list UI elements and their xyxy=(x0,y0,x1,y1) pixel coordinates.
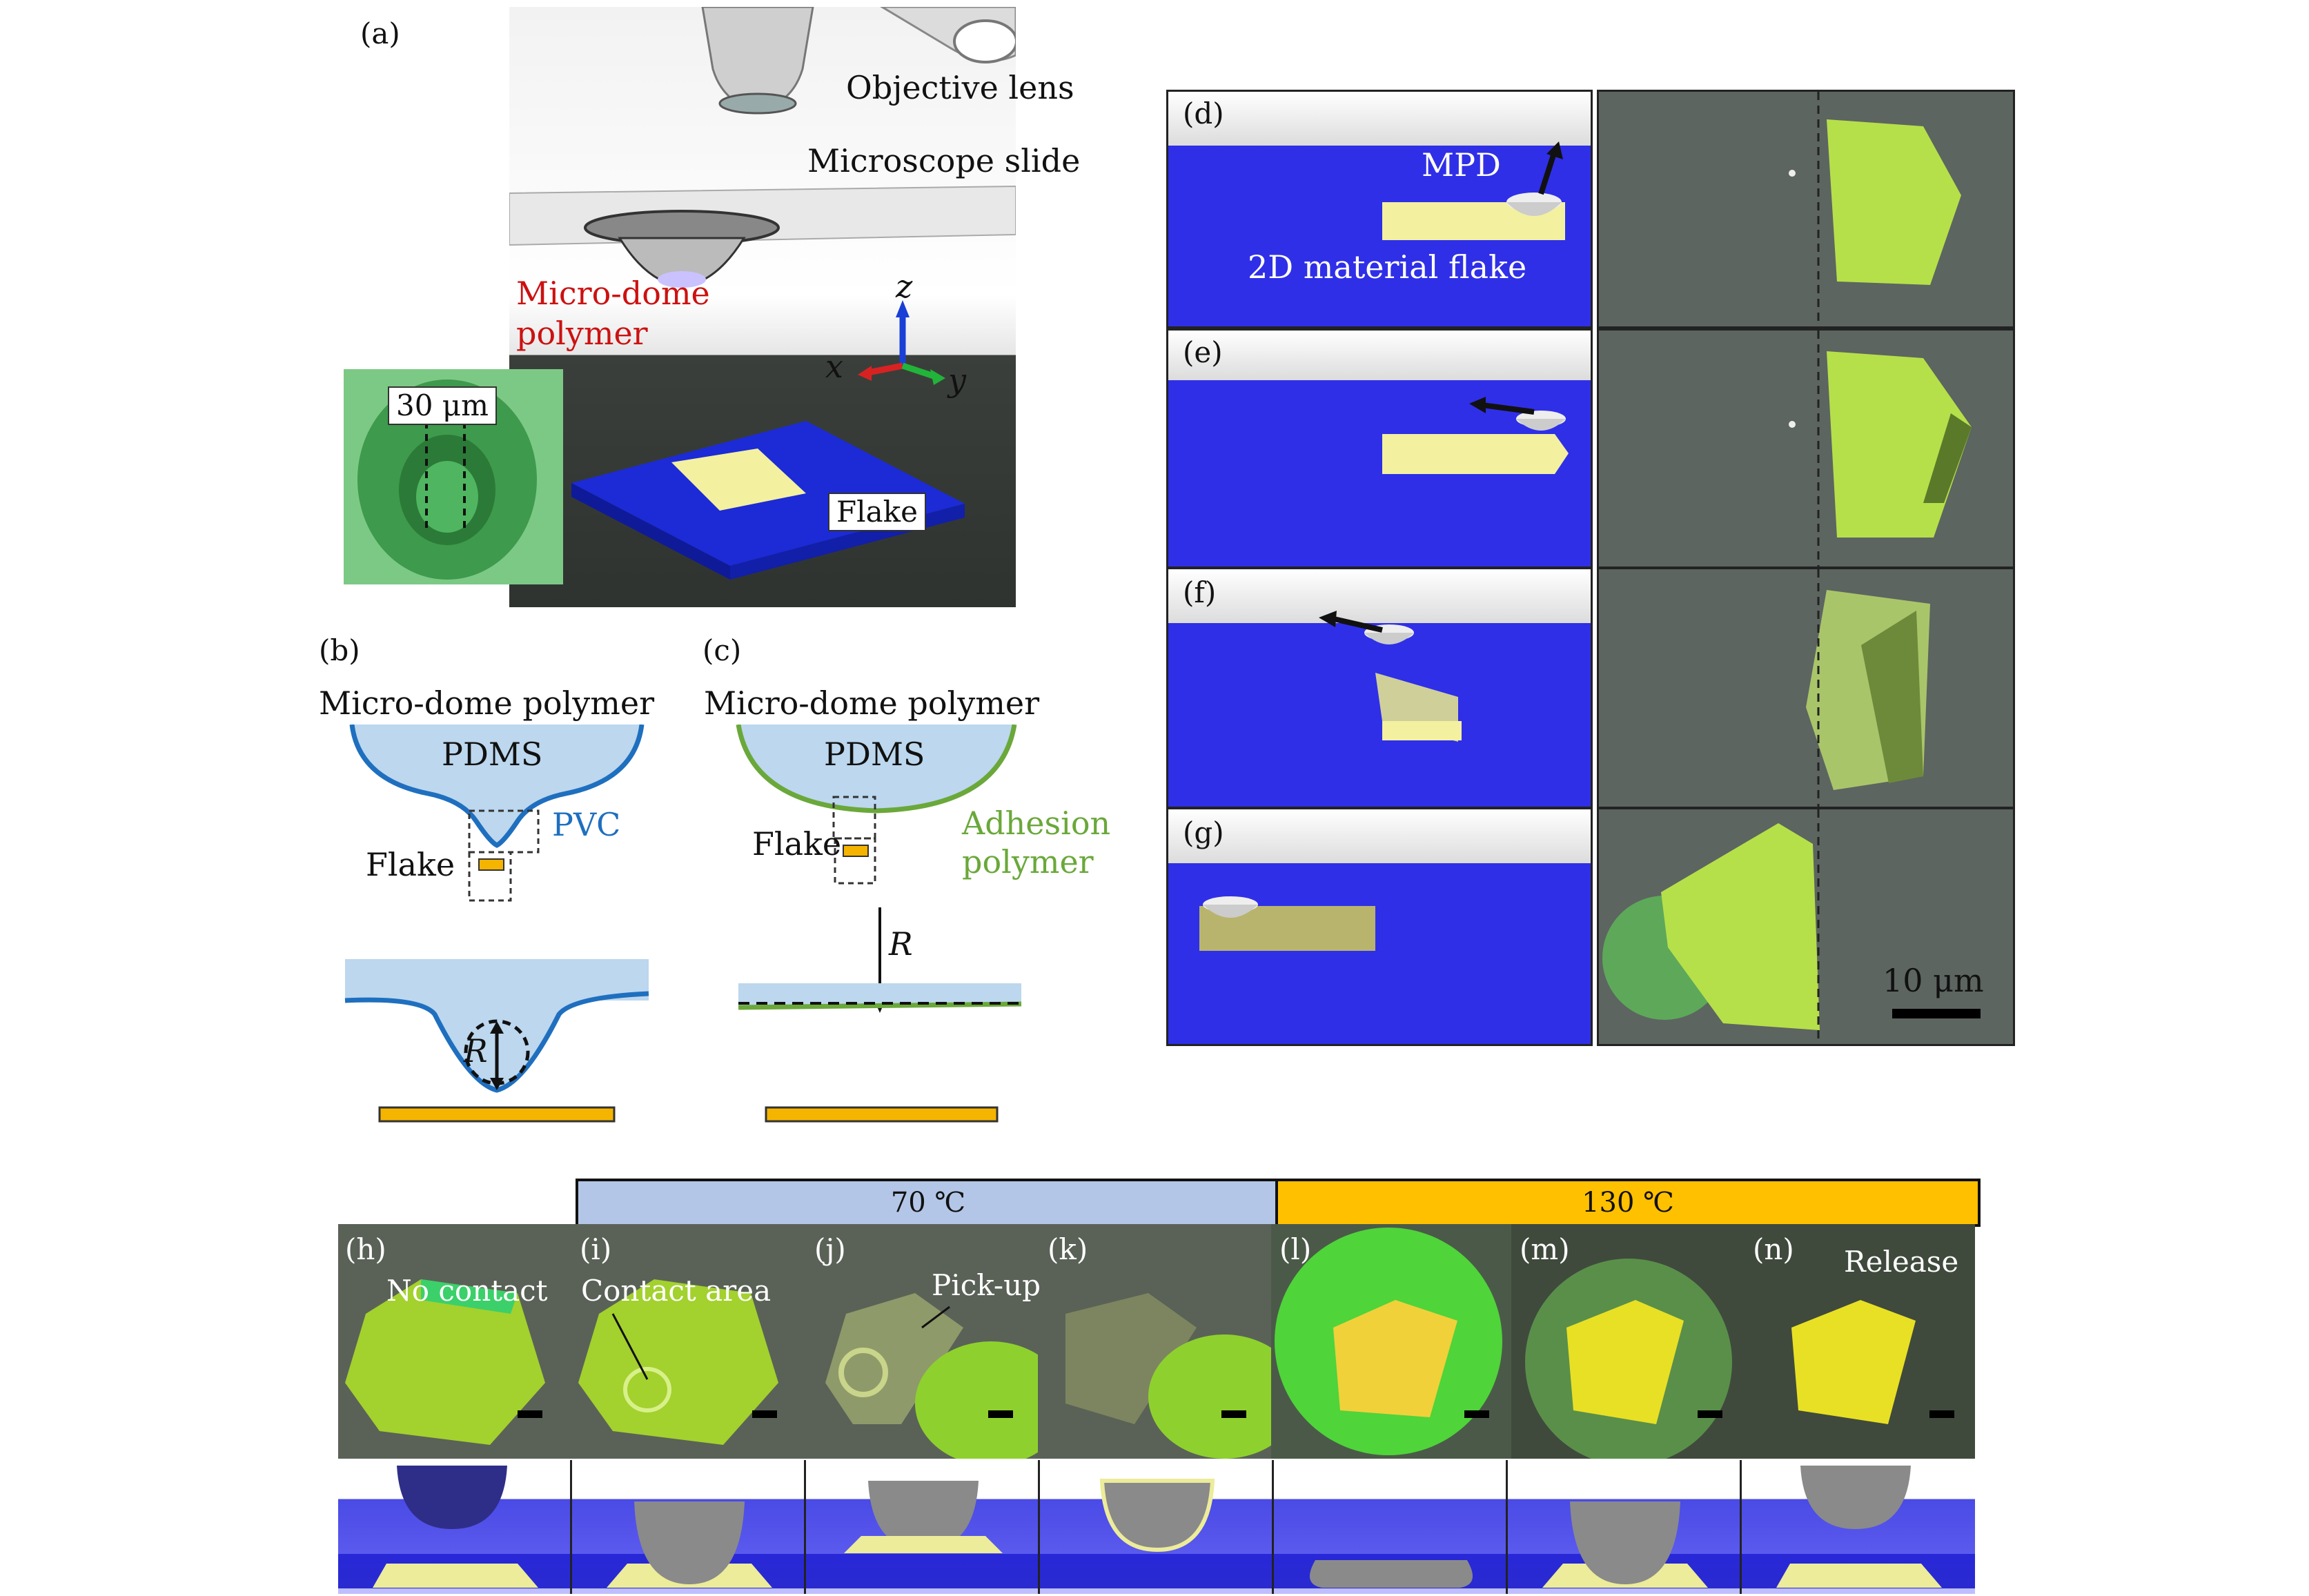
temp-70-label: 70 ℃ xyxy=(890,1187,966,1219)
panel-e-render xyxy=(1166,328,1593,569)
panel-c-diagram xyxy=(736,725,1022,1123)
panel-b-flake: Flake xyxy=(366,846,455,883)
temp-bar-70: 70 ℃ xyxy=(576,1179,1281,1227)
panel-j-label: (j) xyxy=(814,1232,846,1266)
render-m xyxy=(1508,1460,1742,1594)
micro-dome-label-2: polymer xyxy=(516,315,648,352)
panel-k-label: (k) xyxy=(1048,1232,1088,1266)
render-n xyxy=(1742,1460,1975,1594)
panel-d-label: (d) xyxy=(1183,97,1224,130)
microscope-slide-label: Microscope slide xyxy=(807,142,1081,179)
render-l xyxy=(1274,1460,1508,1594)
micro-image-e xyxy=(1597,328,2015,569)
micro-dome-label-1: Micro-dome xyxy=(516,275,710,312)
image-n xyxy=(1743,1224,1975,1459)
render-k xyxy=(1040,1460,1274,1594)
image-m xyxy=(1511,1224,1743,1459)
micro-image-f xyxy=(1597,567,2015,809)
micro-image-g xyxy=(1597,807,2015,1046)
panel-c-radius: R xyxy=(889,925,913,963)
temp-130-label: 130 ℃ xyxy=(1582,1187,1674,1219)
panel-a-render xyxy=(509,7,1016,607)
panel-h-label: (h) xyxy=(345,1232,386,1266)
temp-bar-130: 130 ℃ xyxy=(1275,1179,1981,1227)
mpd-label: MPD xyxy=(1422,146,1501,184)
panel-g-label: (g) xyxy=(1183,816,1224,849)
panel-c-flake: Flake xyxy=(752,825,842,863)
panel-c-label: (c) xyxy=(702,633,742,667)
panel-n-label: (n) xyxy=(1753,1232,1794,1266)
scale-text-10um: 10 μm xyxy=(1883,962,1984,999)
panel-b-pvc: PVC xyxy=(552,806,621,843)
panel-l-label: (l) xyxy=(1279,1232,1312,1266)
panel-c-adhesion-1: Adhesion xyxy=(962,805,1111,842)
panel-c-pdms: PDMS xyxy=(824,736,925,773)
axis-y-label: y xyxy=(948,362,966,399)
panel-a-label: (a) xyxy=(360,17,400,50)
panel-h-caption: No contact xyxy=(386,1274,548,1308)
panel-d-render xyxy=(1166,90,1593,328)
panel-a-scene xyxy=(509,7,1016,580)
axis-z-label: z xyxy=(896,268,913,305)
panel-m-label: (m) xyxy=(1520,1232,1570,1266)
panel-b-diagram xyxy=(344,725,649,1123)
panel-g-render xyxy=(1166,807,1593,1046)
panel-e-label: (e) xyxy=(1183,335,1223,369)
panel-c-adhesion-2: polymer xyxy=(962,843,1094,880)
render-i xyxy=(572,1460,806,1594)
axis-x-label: x xyxy=(825,348,843,385)
flake-label: Flake xyxy=(828,493,926,532)
panel-i-caption: Contact area xyxy=(581,1274,772,1308)
render-h xyxy=(338,1460,572,1594)
objective-lens-label: Objective lens xyxy=(846,69,1074,106)
micro-image-d xyxy=(1597,90,2015,328)
panel-c-title: Micro-dome polymer xyxy=(704,684,1040,722)
image-i xyxy=(571,1224,805,1459)
panel-i-label: (i) xyxy=(580,1232,612,1266)
image-l xyxy=(1271,1224,1511,1459)
panel-b-radius: R xyxy=(464,1032,488,1070)
render-j xyxy=(806,1460,1040,1594)
panel-n-caption: Release xyxy=(1844,1245,1959,1279)
panel-b-pdms: PDMS xyxy=(442,736,543,773)
flake-text-label: 2D material flake xyxy=(1248,248,1527,286)
image-j xyxy=(805,1224,1038,1459)
image-k xyxy=(1038,1224,1271,1459)
scale-bar-10um xyxy=(1892,1009,1981,1018)
panel-f-render xyxy=(1166,567,1593,809)
inset-scale-label: 30 μm xyxy=(388,386,497,426)
panel-b-label: (b) xyxy=(319,633,360,667)
panel-f-label: (f) xyxy=(1183,575,1217,609)
image-h xyxy=(338,1224,571,1459)
panel-b-title: Micro-dome polymer xyxy=(319,684,655,722)
panel-j-caption: Pick-up xyxy=(932,1268,1041,1302)
